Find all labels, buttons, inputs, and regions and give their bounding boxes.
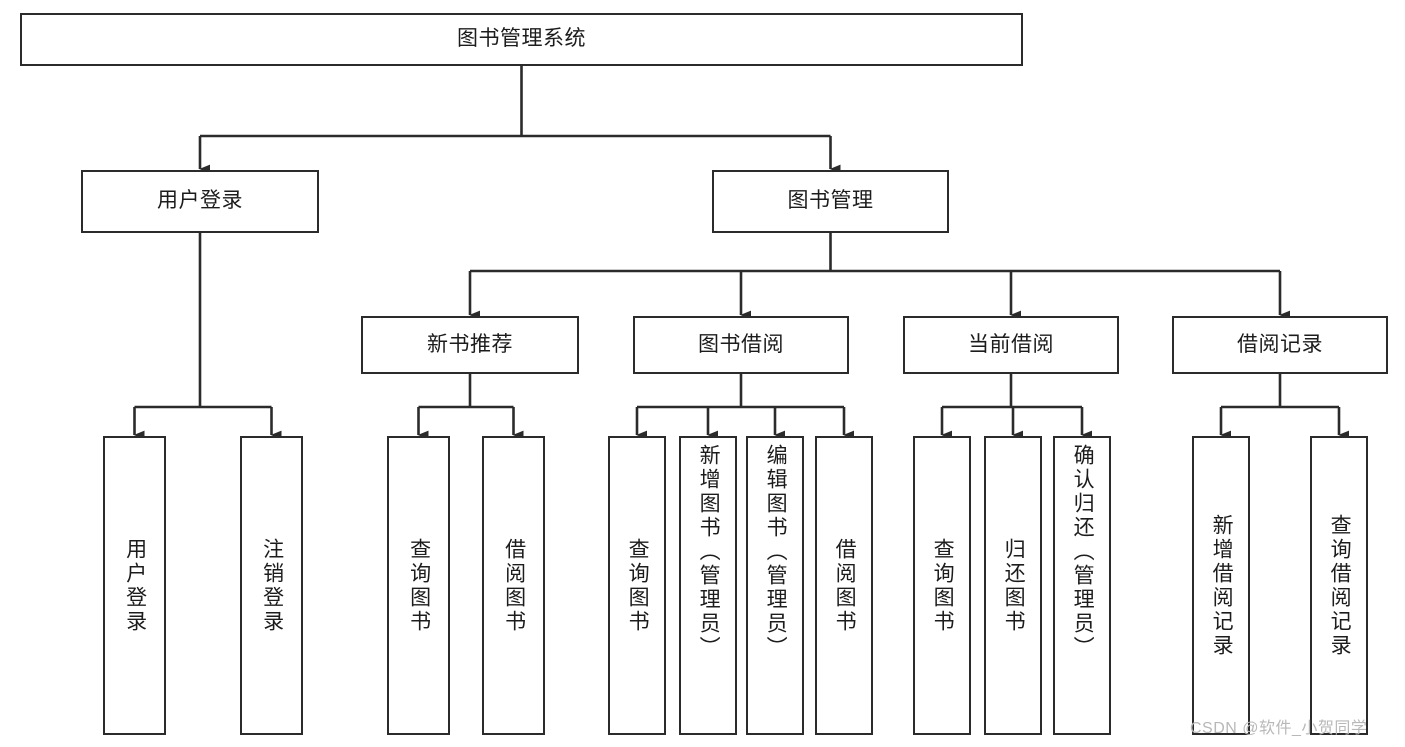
- node-leaf11[interactable]: 确认归还（管理员）: [1053, 436, 1111, 735]
- node-label: 查询图书: [626, 537, 650, 634]
- node-label: 图书管理系统: [457, 27, 586, 51]
- node-label: 借阅记录: [1237, 332, 1323, 356]
- node-leaf6[interactable]: 新增图书（管理员）: [679, 436, 737, 735]
- node-label: 注销登录: [260, 537, 284, 634]
- node-label: 新书推荐: [427, 332, 513, 356]
- node-leaf10[interactable]: 归还图书: [984, 436, 1042, 735]
- node-label: 查询图书: [407, 537, 431, 634]
- node-label: 借阅图书: [502, 537, 526, 634]
- csdn-watermark: CSDN @软件_小贺同学: [1190, 720, 1368, 737]
- node-label: 用户登录: [123, 537, 147, 634]
- node-borrow[interactable]: 图书借阅: [633, 316, 849, 374]
- edge-group: [133, 66, 1350, 440]
- node-label: 确认归还（管理员）: [1071, 444, 1095, 660]
- node-login[interactable]: 用户登录: [81, 170, 319, 233]
- node-newbook[interactable]: 新书推荐: [361, 316, 579, 374]
- node-records[interactable]: 借阅记录: [1172, 316, 1388, 374]
- node-label: 新增图书（管理员）: [697, 444, 721, 660]
- node-label: 图书管理: [787, 189, 874, 213]
- node-root[interactable]: 图书管理系统: [20, 13, 1023, 66]
- node-bookmgmt[interactable]: 图书管理: [712, 170, 949, 233]
- node-label: 归还图书: [1002, 537, 1026, 634]
- node-leaf2[interactable]: 注销登录: [240, 436, 303, 735]
- node-label: 借阅图书: [833, 537, 857, 634]
- node-label: 新增借阅记录: [1210, 513, 1234, 658]
- node-label: 用户登录: [157, 189, 243, 213]
- node-leaf13[interactable]: 查询借阅记录: [1310, 436, 1368, 735]
- node-leaf9[interactable]: 查询图书: [913, 436, 971, 735]
- node-label: 编辑图书（管理员）: [764, 444, 788, 660]
- node-leaf5[interactable]: 查询图书: [608, 436, 666, 735]
- node-label: 图书借阅: [698, 332, 784, 356]
- node-leaf8[interactable]: 借阅图书: [815, 436, 873, 735]
- node-leaf12[interactable]: 新增借阅记录: [1192, 436, 1250, 735]
- node-current[interactable]: 当前借阅: [903, 316, 1119, 374]
- node-leaf3[interactable]: 查询图书: [387, 436, 450, 735]
- node-leaf7[interactable]: 编辑图书（管理员）: [746, 436, 804, 735]
- node-label: 查询借阅记录: [1328, 513, 1352, 658]
- node-label: 查询图书: [931, 537, 955, 634]
- node-leaf4[interactable]: 借阅图书: [482, 436, 545, 735]
- node-leaf1[interactable]: 用户登录: [103, 436, 166, 735]
- node-label: 当前借阅: [968, 332, 1054, 356]
